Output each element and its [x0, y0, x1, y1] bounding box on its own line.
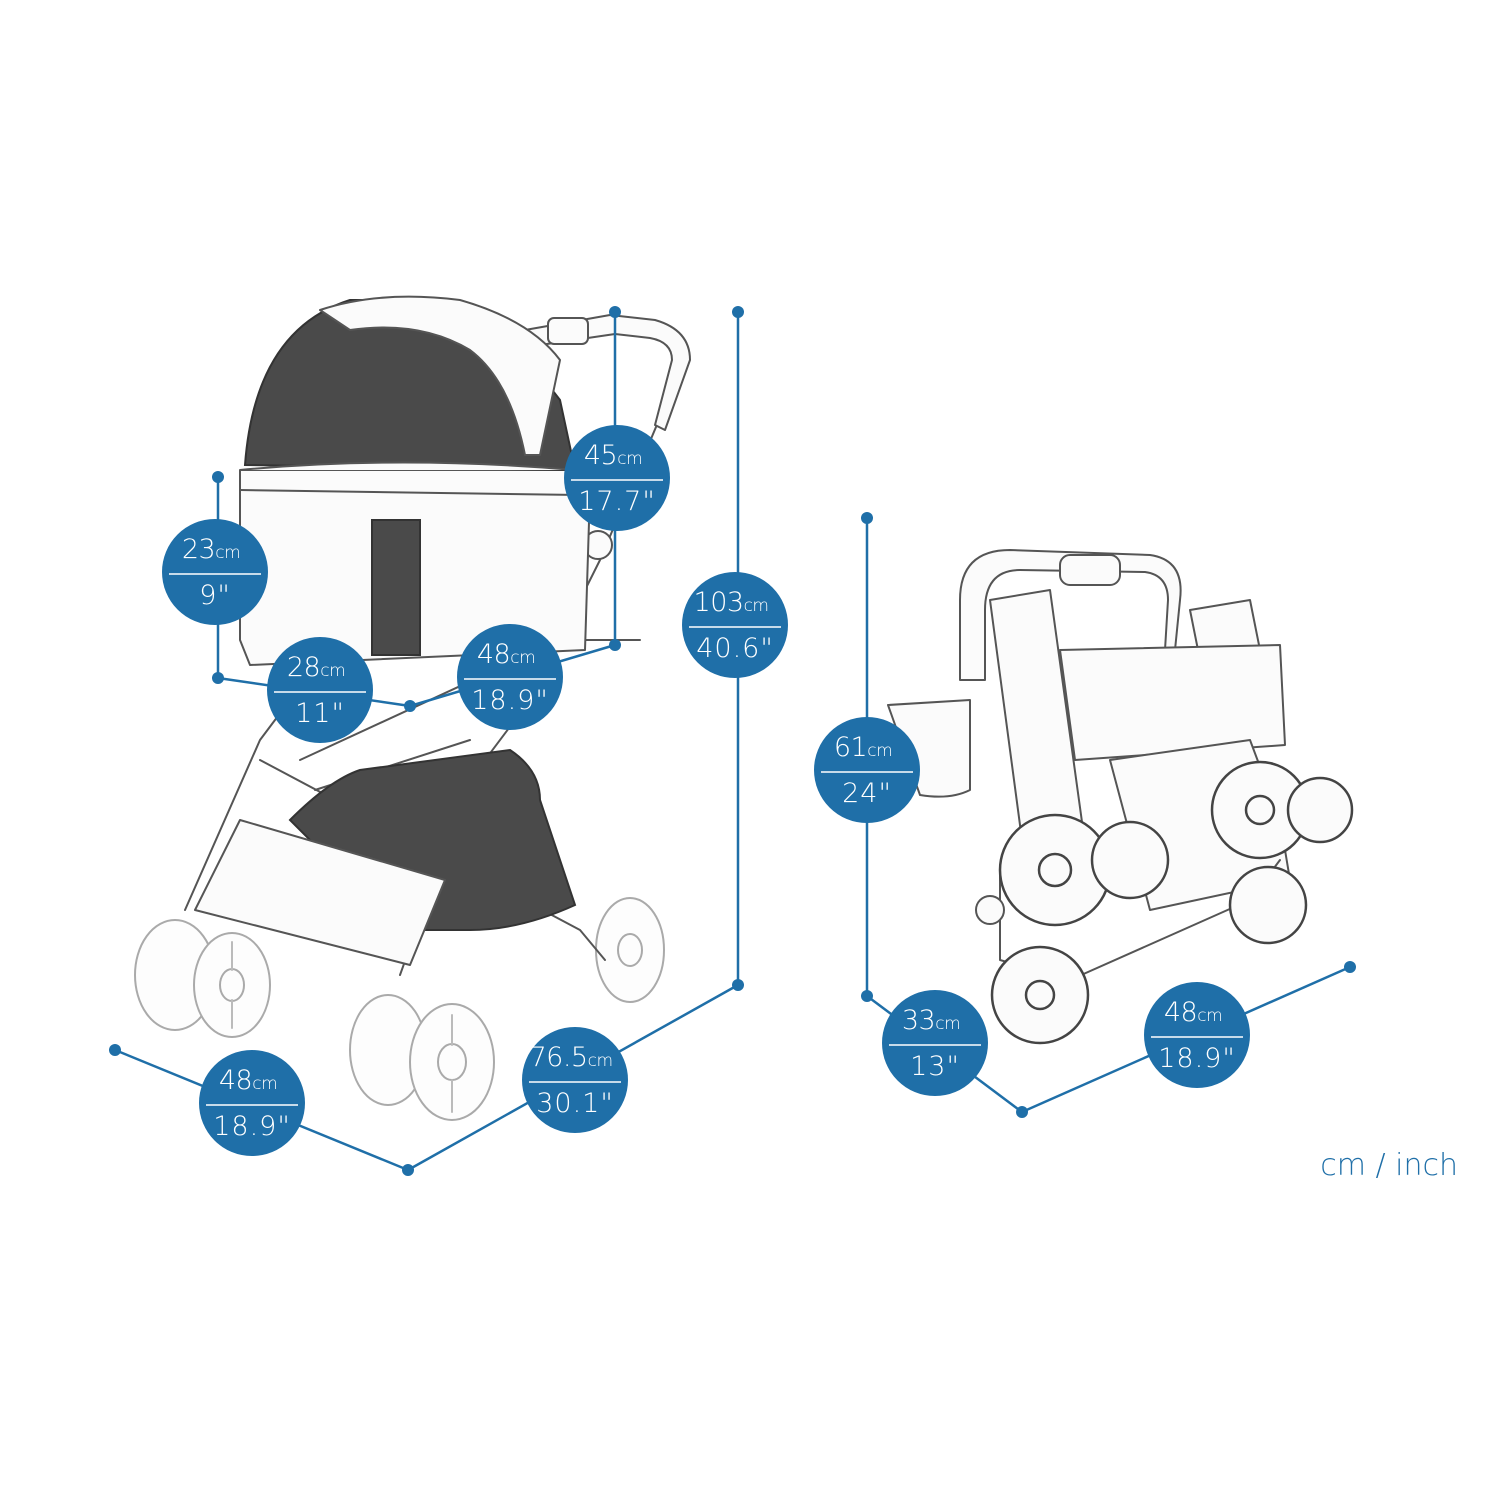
svg-text:11": 11" — [295, 698, 345, 729]
svg-text:48cm: 48cm — [1164, 997, 1222, 1028]
badge-folded-height: 61cm 24" — [814, 717, 920, 823]
svg-text:28cm: 28cm — [287, 652, 345, 683]
badge-folded-depth: 33cm 13" — [882, 990, 988, 1096]
svg-text:61cm: 61cm — [834, 732, 892, 763]
folded-wheels — [990, 760, 1354, 1045]
svg-text:48cm: 48cm — [219, 1065, 277, 1096]
svg-text:76.5cm: 76.5cm — [529, 1042, 612, 1073]
front-right-wheels — [349, 994, 495, 1121]
badge-carrier-length: 48cm 18.9" — [457, 624, 563, 730]
badge-carrier-height: 23cm 9" — [162, 519, 268, 625]
svg-text:18.9": 18.9" — [471, 685, 549, 716]
unfolded-stroller-illustration — [134, 295, 691, 1121]
svg-text:23cm: 23cm — [182, 534, 240, 565]
badge-folded-width: 48cm 18.9" — [1144, 982, 1250, 1088]
badge-carrier-depth: 45cm 17.7" — [564, 425, 670, 531]
badge-overall-height: 103cm 40.6" — [682, 572, 788, 678]
svg-text:33cm: 33cm — [902, 1005, 960, 1036]
rear-left-wheels — [134, 919, 271, 1038]
badge-overall-length: 76.5cm 30.1" — [522, 1027, 628, 1133]
folded-stroller-illustration — [887, 549, 1354, 1045]
svg-text:103cm: 103cm — [694, 587, 769, 618]
svg-text:24": 24" — [842, 778, 892, 809]
svg-text:18.9": 18.9" — [1158, 1043, 1236, 1074]
svg-text:13": 13" — [910, 1051, 960, 1082]
svg-text:18.9": 18.9" — [213, 1111, 291, 1142]
pet-carrier — [239, 295, 591, 666]
rear-right-wheel — [595, 897, 665, 1003]
svg-text:48cm: 48cm — [477, 639, 535, 670]
svg-text:45cm: 45cm — [584, 440, 642, 471]
svg-text:17.7": 17.7" — [578, 486, 656, 517]
badge-overall-width: 48cm 18.9" — [199, 1050, 305, 1156]
svg-text:40.6": 40.6" — [696, 633, 774, 664]
svg-text:9": 9" — [199, 580, 231, 611]
svg-text:30.1": 30.1" — [536, 1088, 614, 1119]
unit-legend: cm / inch — [1320, 1148, 1458, 1183]
badge-carrier-width: 28cm 11" — [267, 637, 373, 743]
front-panel — [194, 819, 446, 966]
